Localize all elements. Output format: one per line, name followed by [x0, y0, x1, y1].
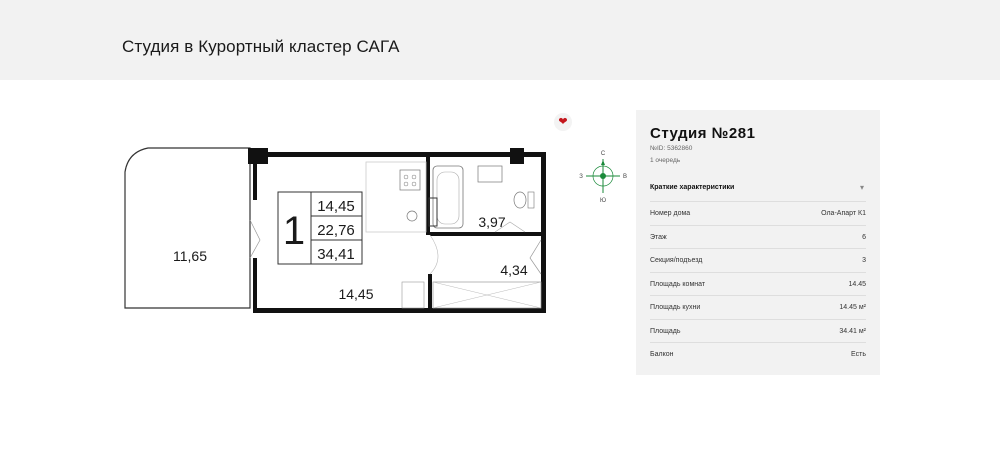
details-panel: Студия №281 №ID: 5362860 1 очередь Кратк… — [636, 110, 880, 375]
characteristic-value: Есть — [851, 351, 866, 358]
characteristic-row: Секция/подъезд 3 — [650, 248, 866, 272]
wall-left-upper — [253, 155, 257, 200]
studio-id: №ID: 5362860 — [650, 145, 693, 152]
balcony-area-label: 11,65 — [173, 248, 207, 264]
entrance-door — [529, 239, 542, 275]
characteristic-key: Площадь комнат — [650, 280, 706, 288]
characteristic-row: Этаж 6 — [650, 224, 866, 249]
bath-door — [428, 197, 438, 227]
chevron-down-icon: ▾ — [859, 183, 864, 192]
characteristic-row: Площадь комнат 14.45 — [650, 271, 866, 296]
cabinet — [401, 281, 425, 309]
floor-plan-drawing: 1 14,45 22,76 34,41 11,65 14,45 3,97 4,3… — [124, 147, 546, 313]
characteristic-row: Балкон Есть — [650, 342, 866, 366]
characteristic-key: Номер дома — [650, 210, 691, 217]
sink — [406, 210, 418, 222]
characteristic-key: Этаж — [650, 233, 667, 241]
living-area-value: 14,45 — [317, 198, 355, 215]
page-title: Студия в Курортный кластер САГА — [122, 37, 400, 56]
living-room-area-label: 14,45 — [338, 286, 373, 302]
characteristics-toggle[interactable]: Краткие характеристики ▾ — [650, 183, 866, 196]
characteristic-key: Площадь — [650, 327, 681, 335]
kitchen-block — [365, 161, 427, 233]
characteristic-row: Площадь 34.41 м² — [650, 318, 866, 343]
characteristic-value: 6 — [862, 233, 866, 241]
wall-left-lower — [253, 258, 257, 313]
characteristic-row: Площадь кухни 14.45 м² — [650, 295, 866, 319]
bath-area-label: 3,97 — [478, 214, 505, 230]
bath-door-swing — [494, 221, 526, 233]
heart-icon: ❤ — [558, 115, 568, 128]
page-header: Студия в Курортный кластер САГА — [0, 0, 1000, 80]
characteristic-value: Ола-Апарт К1 — [821, 210, 866, 217]
stove — [399, 169, 421, 191]
rooms-count: 1 — [283, 209, 305, 253]
balcony-door — [249, 219, 261, 259]
compass-rose-icon: С Ю З В — [579, 151, 627, 204]
hall-wall — [428, 274, 432, 312]
total-area-value: 34,41 — [317, 246, 355, 263]
summary-box — [277, 191, 363, 265]
hall-area-label: 4,34 — [500, 262, 527, 278]
bath-sink — [477, 165, 503, 183]
characteristic-row: Номер дома Ола-Апарт К1 — [650, 201, 866, 225]
studio-queue: 1 очередь — [650, 157, 681, 164]
bath-wall-bottom — [430, 232, 545, 236]
column-right — [510, 148, 524, 164]
characteristics-title: Краткие характеристики — [650, 184, 735, 191]
wardrobe — [432, 281, 542, 309]
characteristic-key: Секция/подъезд — [650, 257, 703, 264]
bathtub — [432, 165, 464, 229]
characteristic-value: 34.41 м² — [839, 327, 866, 335]
wall-top — [253, 152, 545, 157]
characteristic-value: 14.45 м² — [839, 304, 866, 311]
kitchen-area-value: 22,76 — [317, 222, 355, 239]
column-left — [248, 148, 268, 164]
favorite-button[interactable]: ❤ — [554, 113, 572, 131]
floor-plan: 1 14,45 22,76 34,41 11,65 14,45 3,97 4,3… — [100, 110, 620, 350]
compass-north: С — [601, 151, 606, 157]
characteristic-key: Балкон — [650, 351, 674, 358]
characteristic-value: 3 — [862, 257, 866, 264]
bath-wall-left — [426, 155, 430, 235]
wall-bottom — [253, 308, 545, 313]
studio-title: Студия №281 — [650, 125, 756, 142]
characteristic-value: 14.45 — [848, 280, 866, 288]
characteristic-key: Площадь кухни — [650, 304, 701, 311]
compass-west: З — [579, 174, 583, 180]
compass-south: Ю — [600, 198, 606, 204]
characteristics-list: Номер дома Ола-Апарт К1 Этаж 6 Секция/по… — [650, 201, 866, 366]
toilet — [513, 191, 527, 209]
compass-east: В — [623, 174, 627, 180]
balcony-outline — [124, 147, 251, 309]
wardrobe-cross — [432, 281, 542, 309]
compass: С Ю З В — [578, 146, 628, 206]
